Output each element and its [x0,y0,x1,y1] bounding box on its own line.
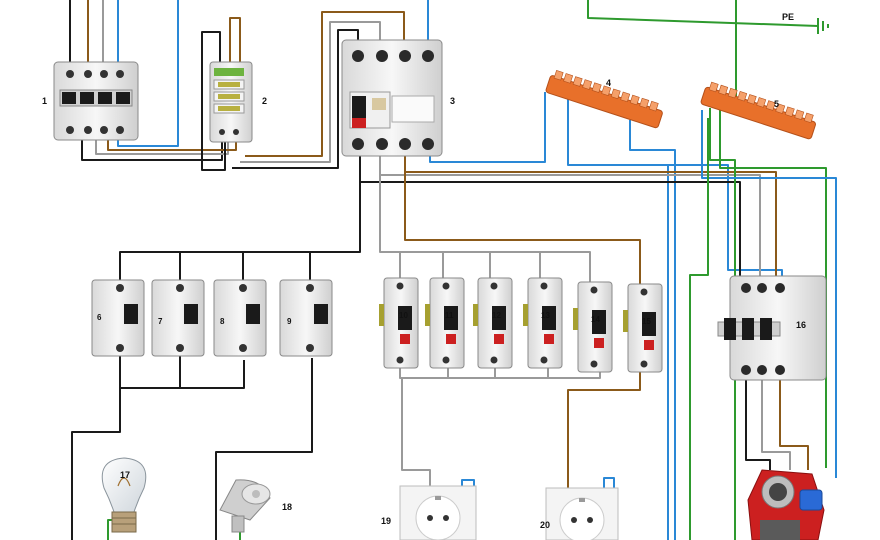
breaker-11-label: 11 [445,311,454,320]
socket-19-label: 19 [381,516,391,526]
wire-15-socket20 [567,366,641,488]
breaker-12-label: 12 [492,311,501,320]
wire-16-out-2 [761,378,791,470]
spotlight [219,479,271,533]
wire-rcd-phase-bus [359,155,741,280]
lamp-label: 17 [120,470,130,480]
energy-meter[interactable] [209,61,253,143]
wire-meter-rcd-2 [240,21,381,163]
socket-19[interactable] [399,485,477,540]
wire-6-7-link [119,355,245,389]
breaker-15-label: 15 [642,317,651,326]
wire-ebar-blue [701,110,837,478]
lamp-bulb [101,457,147,533]
breaker-15[interactable] [623,283,663,373]
breaker-12[interactable] [473,277,513,369]
breaker-13-label: 13 [541,311,550,320]
wire-meter-rcd-3 [232,29,359,169]
main-breaker[interactable] [53,61,139,141]
breaker-11[interactable] [425,277,465,369]
wire-mb-meter-3 [107,138,237,151]
earth-terminal-bar[interactable] [700,81,818,140]
socket-20[interactable] [545,487,619,540]
wire-pe-top [587,0,819,27]
earth-bar-label: 5 [774,99,779,109]
wire-16-out-1 [745,378,771,470]
wire-meter-top-1 [201,31,226,171]
socket-20-label: 20 [540,520,550,530]
wire-right-bank-grey [379,175,591,282]
breaker-8[interactable] [213,279,267,357]
three-phase-motor [747,469,825,540]
rcd-device[interactable] [341,39,443,157]
three-phase-breaker-label: 16 [796,320,806,330]
main-breaker-label: 1 [42,96,47,106]
meter-label: 2 [262,96,267,106]
wire-rcd-grey-bus [379,155,761,280]
breaker-9-label: 9 [287,317,292,326]
neutral-bar-label: 4 [606,78,611,88]
wire-6-lamp [71,370,121,540]
breaker-10[interactable] [379,277,419,369]
breaker-6-label: 6 [97,313,102,322]
wire-meter-rcd-1 [245,11,405,157]
breaker-9[interactable] [279,279,333,357]
wire-ebar-green-3 [689,118,709,540]
wire-mb-meter-2 [95,138,229,155]
neutral-terminal-bar[interactable] [545,69,665,129]
wire-10-socket19 [401,378,431,486]
breaker-10-label: 10 [399,311,408,320]
three-phase-breaker[interactable] [717,275,827,381]
wire-nbar-blue-3 [568,164,783,280]
wire-left-bank-feed [119,182,361,280]
breaker-14-label: 14 [591,315,600,324]
breaker-7[interactable] [151,279,205,357]
breaker-14[interactable] [573,281,613,373]
breaker-13[interactable] [523,277,563,369]
wire-right-bank-brown [404,172,641,284]
wire-9-spot [215,358,313,540]
wire-mb-meter-n [117,0,179,147]
pe-label: PE [782,12,794,22]
breaker-8-label: 8 [220,317,225,326]
breaker-6[interactable] [91,279,145,357]
wire-nbar-blue-2 [629,120,676,540]
rcd-label: 3 [450,96,455,106]
wires [69,0,837,540]
wire-rcd-brown-bus [404,155,777,280]
spotlight-label: 18 [282,502,292,512]
wire-rcd-neutral-bar [429,92,546,163]
pe-ground-symbol [817,18,829,34]
breaker-7-label: 7 [158,317,163,326]
wire-16-out-3 [779,378,809,470]
